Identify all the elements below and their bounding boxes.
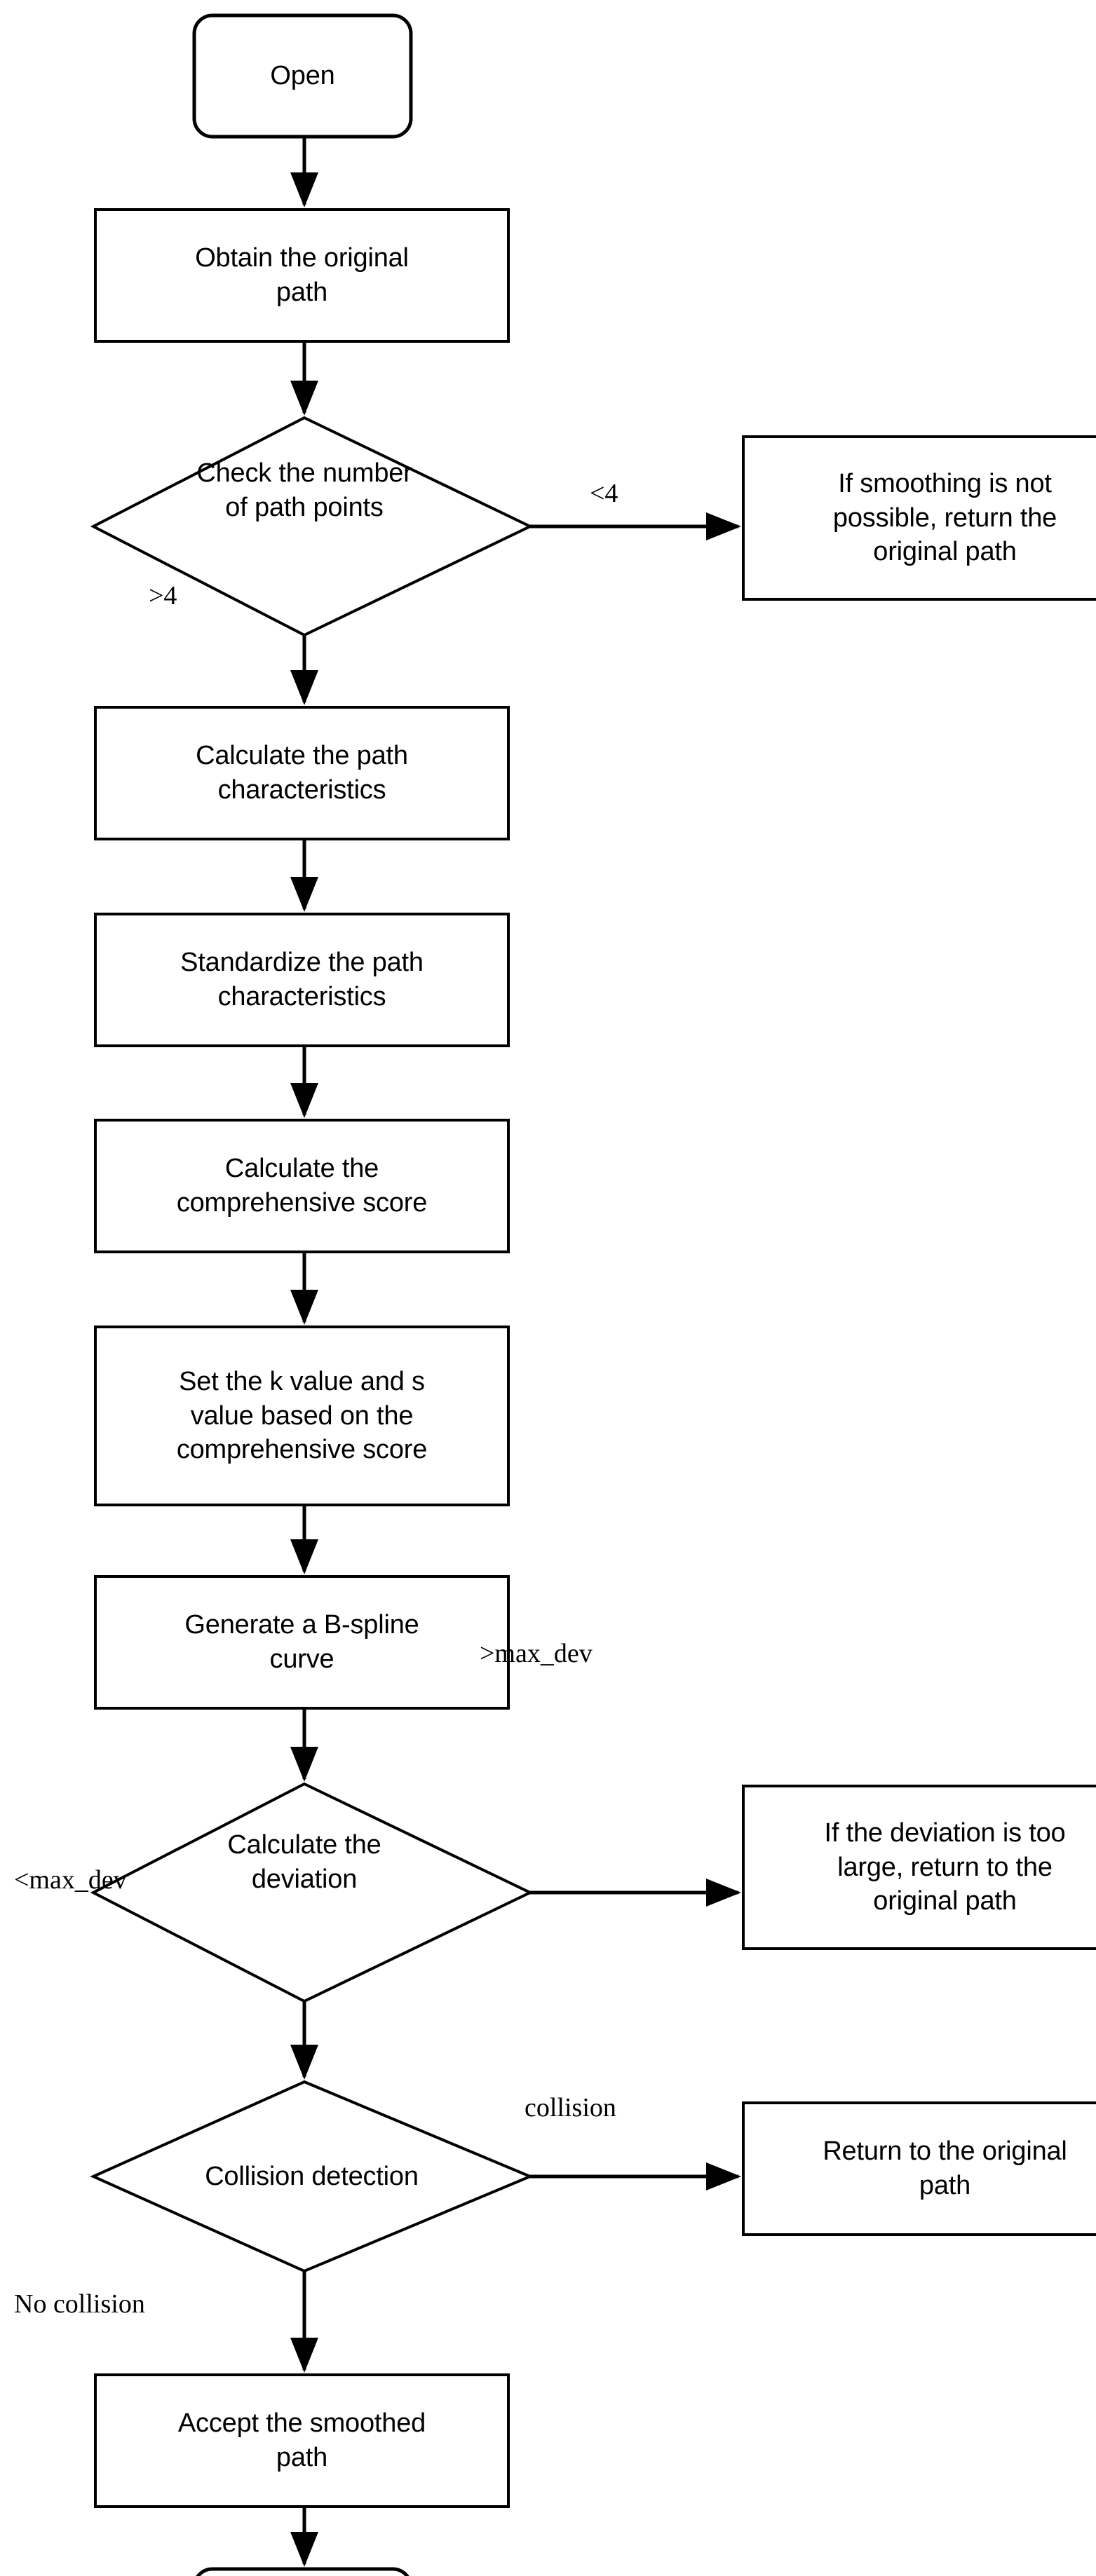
node-shape-calculate-deviation[interactable] bbox=[90, 1782, 534, 2003]
node-shape-calculate-comprehensive-score[interactable] bbox=[94, 1119, 510, 1253]
edge-label-no-collision: No collision bbox=[14, 2289, 145, 2319]
edge-label-less-than-max-dev: <max_dev bbox=[14, 1865, 127, 1895]
edge-label-less-than-4: <4 bbox=[590, 479, 618, 508]
node-shape-collision-detection[interactable] bbox=[90, 2080, 534, 2273]
node-shape-end[interactable] bbox=[194, 2567, 411, 2576]
edge-label-greater-than-max-dev: >max_dev bbox=[480, 1639, 593, 1668]
node-shape-open[interactable] bbox=[192, 13, 413, 139]
node-shape-deviation-too-large[interactable] bbox=[742, 1785, 1096, 1950]
node-shape-accept-smoothed-path[interactable] bbox=[94, 2373, 510, 2508]
node-shape-generate-b-spline-curve[interactable] bbox=[94, 1575, 510, 1710]
edge-label-greater-than-4: >4 bbox=[149, 581, 177, 611]
node-shape-set-k-and-s-value[interactable] bbox=[94, 1326, 510, 1506]
node-shape-obtain-original-path[interactable] bbox=[94, 208, 510, 343]
node-shape-standardize-path-characteristics[interactable] bbox=[94, 913, 510, 1047]
node-shape-smoothing-not-possible[interactable] bbox=[742, 435, 1096, 601]
edge-label-collision: collision bbox=[525, 2093, 616, 2122]
node-shape-calculate-path-characteristics[interactable] bbox=[94, 706, 510, 840]
node-shape-return-to-original-path[interactable] bbox=[742, 2101, 1096, 2236]
